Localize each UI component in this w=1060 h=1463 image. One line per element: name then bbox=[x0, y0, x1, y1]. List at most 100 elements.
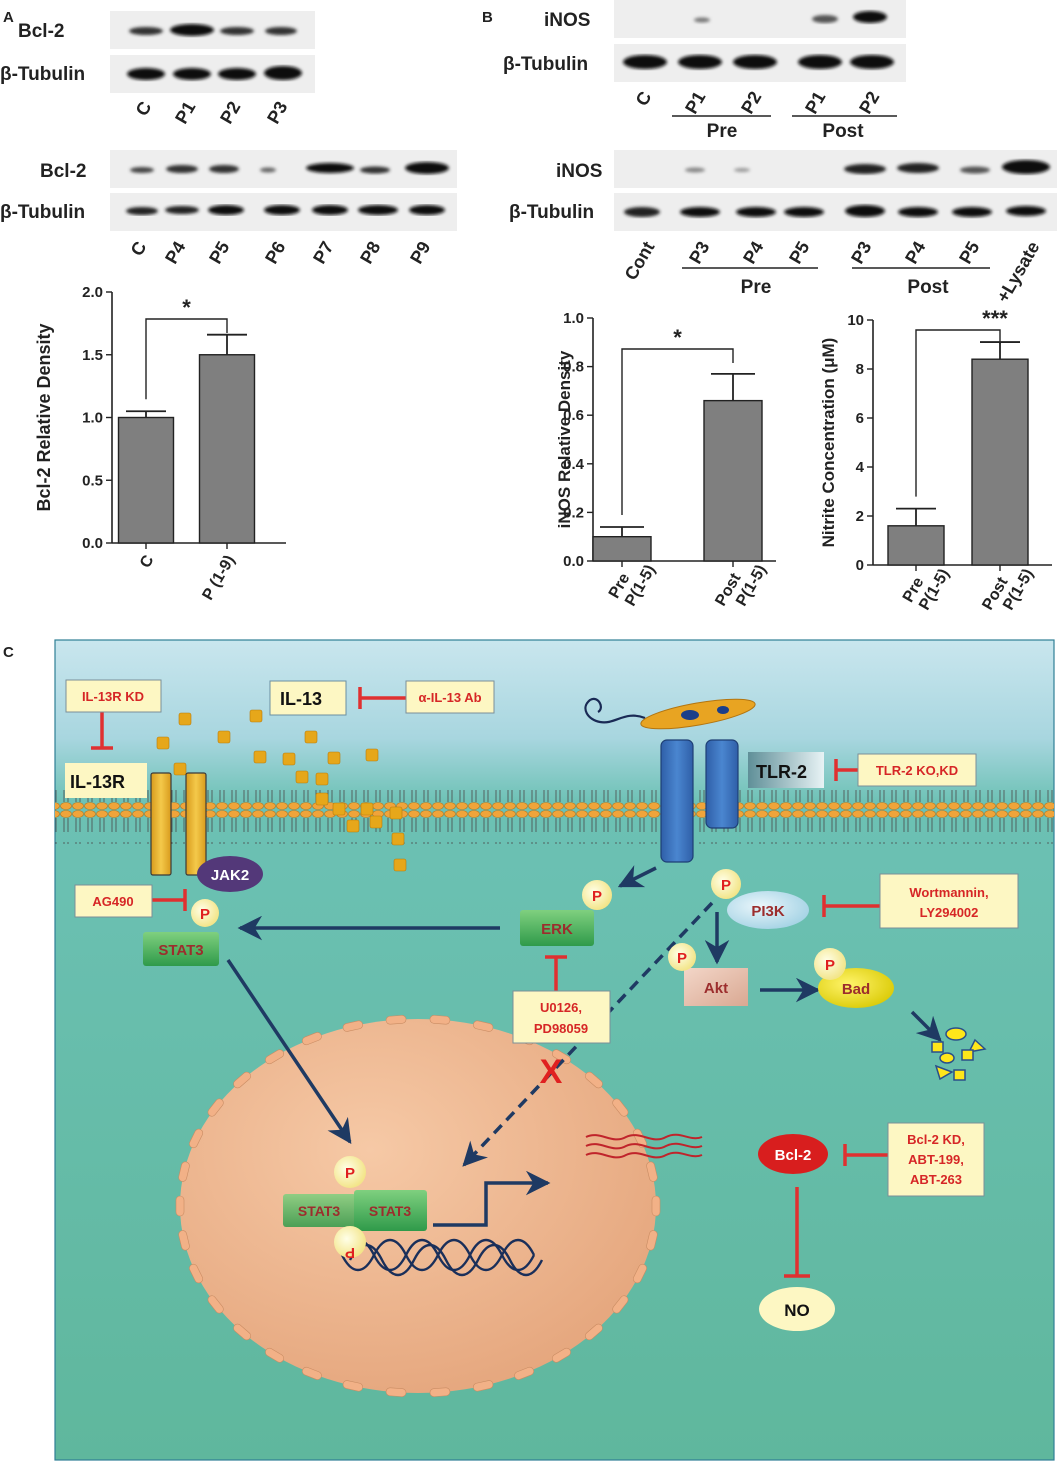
lane-label: P7 bbox=[309, 238, 337, 267]
band bbox=[166, 165, 198, 173]
fragment bbox=[961, 1049, 974, 1061]
parasite-nucleus bbox=[681, 710, 699, 720]
lane-label: +Lysate bbox=[993, 238, 1044, 306]
band bbox=[685, 167, 705, 173]
blot-a1-loading-label: β-Tubulin bbox=[0, 64, 85, 85]
blocked-x-mark: X bbox=[540, 1053, 563, 1091]
arrow-tlr2-to-erk bbox=[617, 865, 657, 888]
bad-fragments bbox=[931, 1027, 987, 1081]
il13-particle bbox=[156, 736, 170, 750]
nuclear-pore-segment bbox=[178, 1161, 190, 1182]
band bbox=[129, 27, 163, 35]
panel-c-letter: C bbox=[3, 644, 14, 661]
lane-label: P2 bbox=[216, 98, 244, 127]
il13-particle bbox=[173, 762, 187, 776]
nuclear-pore-segment bbox=[585, 1071, 603, 1089]
band bbox=[306, 163, 354, 173]
fragment bbox=[967, 1038, 987, 1054]
lane-label: P3 bbox=[685, 238, 713, 267]
band bbox=[1006, 206, 1046, 216]
lane-label: P5 bbox=[785, 238, 813, 267]
bar bbox=[117, 416, 175, 544]
tlr2-box bbox=[748, 752, 824, 788]
akt-node bbox=[684, 968, 748, 1006]
nuclear-pore-segment bbox=[551, 1347, 571, 1363]
inhibitor-boxes: IL-13R KD α-IL-13 Ab TLR-2 KO,KD AG490 W… bbox=[65, 679, 1019, 1197]
nuclear-pore-segment bbox=[612, 1295, 629, 1314]
il13r-kd-box bbox=[65, 679, 162, 713]
band bbox=[694, 17, 710, 23]
y-tick-label: 4 bbox=[856, 459, 865, 476]
band bbox=[208, 205, 244, 215]
il13-particle bbox=[332, 802, 346, 816]
lane-label: P6 bbox=[261, 238, 289, 267]
band bbox=[209, 165, 239, 173]
phospho-groups: P P P P P P P bbox=[191, 869, 846, 1261]
il13-particle bbox=[249, 709, 263, 723]
arrow-stat3-to-nucleus bbox=[226, 959, 352, 1145]
nuclear-pore-segment bbox=[472, 1020, 494, 1032]
y-tick-label: 8 bbox=[856, 361, 864, 378]
x-tick-label-line: P (1-9) bbox=[199, 553, 238, 604]
group-label-pre: Pre bbox=[741, 277, 772, 298]
phospho-label: P bbox=[200, 906, 210, 923]
anti-il13-box bbox=[405, 680, 495, 714]
blot-b2-protein-bands bbox=[685, 160, 1050, 174]
band bbox=[784, 207, 824, 217]
dna-helix bbox=[340, 1238, 544, 1277]
nuclear-pore-segment bbox=[646, 1230, 658, 1251]
nuclear-pore-segment bbox=[551, 1049, 571, 1065]
parasite-flagellum bbox=[584, 697, 646, 724]
blot-b2-protein-band-strip bbox=[614, 150, 1057, 188]
nuclear-pore-segment bbox=[233, 1323, 251, 1341]
phospho-label: P bbox=[345, 1244, 355, 1261]
band bbox=[409, 205, 445, 215]
blot-b2-loading-label: β-Tubulin bbox=[509, 202, 594, 223]
nuclear-pore-segment bbox=[472, 1380, 494, 1392]
u0126-box bbox=[512, 990, 611, 1044]
nuclear-pore-segment bbox=[385, 1015, 407, 1025]
tlr2-label: TLR-2 bbox=[756, 762, 807, 782]
anti-il13-label: α-IL-13 Ab bbox=[418, 690, 481, 705]
nuclear-pore-segment bbox=[233, 1071, 251, 1089]
band bbox=[173, 68, 211, 80]
nuclear-pore-segment bbox=[651, 1195, 661, 1217]
significance-bracket bbox=[915, 329, 1001, 497]
pi3k-label: PI3K bbox=[751, 903, 785, 920]
x-tick-label: PostP(1-5) bbox=[979, 557, 1037, 622]
bcl2-label: Bcl-2 bbox=[775, 1147, 812, 1164]
tlr2-receptor-chain-2 bbox=[705, 739, 739, 829]
band bbox=[898, 207, 938, 217]
erk-label: ERK bbox=[541, 921, 573, 938]
x-tick-label: PostP(1-5) bbox=[712, 553, 770, 618]
il13-particle bbox=[315, 792, 329, 806]
erk-node bbox=[520, 910, 594, 946]
blot-a1-loading-bands bbox=[127, 66, 302, 80]
nuclear-pore-segment bbox=[342, 1020, 364, 1032]
nuclear-pore-segment bbox=[302, 1366, 322, 1380]
band bbox=[405, 162, 449, 174]
il13-box bbox=[269, 680, 347, 716]
phospho-label: P bbox=[345, 1165, 355, 1182]
nuclear-pore-segment bbox=[207, 1098, 224, 1117]
fragment bbox=[953, 1069, 966, 1081]
nuclear-pore-segment bbox=[207, 1295, 224, 1314]
phospho-label: P bbox=[825, 957, 835, 974]
nuclear-pore-segment bbox=[429, 1015, 451, 1025]
nuclear-pore-segment bbox=[385, 1387, 407, 1397]
il13r-kd-label: IL-13R KD bbox=[82, 689, 144, 704]
il13-receptor-chain-1 bbox=[150, 772, 172, 876]
nuclear-pore-segment bbox=[514, 1366, 534, 1380]
y-tick-label: 2 bbox=[856, 508, 864, 525]
bar bbox=[971, 358, 1029, 566]
no-node bbox=[759, 1287, 835, 1331]
band bbox=[260, 167, 276, 173]
jak2-node bbox=[197, 856, 263, 892]
ag490-box bbox=[74, 884, 153, 918]
il13-particle bbox=[304, 730, 318, 744]
nuclear-pore-segment bbox=[175, 1195, 185, 1217]
band bbox=[358, 205, 398, 215]
y-axis-label: iNOS Relative Density bbox=[555, 350, 574, 528]
